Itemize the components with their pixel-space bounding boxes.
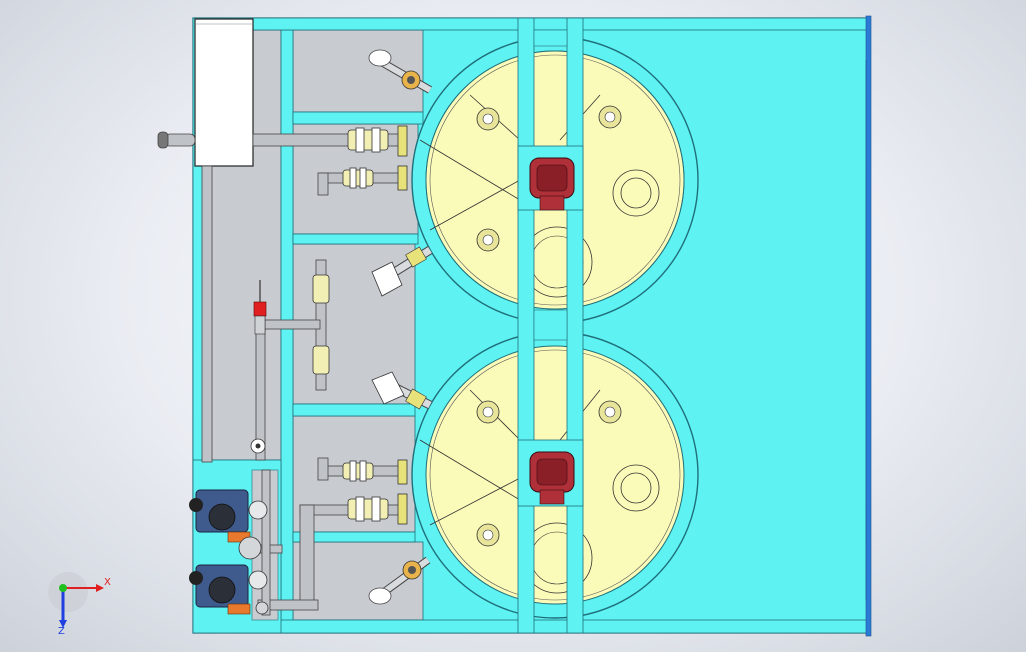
butterfly-valve-upper — [371, 246, 433, 297]
manhole — [612, 169, 660, 217]
angle-valve-bottom — [368, 556, 431, 605]
tank-flange — [476, 400, 500, 424]
butterfly-valve-lower — [371, 371, 433, 410]
nozzle-flanges — [397, 125, 408, 525]
lower-agitator-motor — [529, 451, 575, 505]
angle-valve-top — [368, 49, 432, 94]
x-axis-label: X — [104, 577, 111, 588]
tank-flange — [476, 107, 500, 131]
control-cabinet — [194, 18, 254, 167]
coordinate-triad: X Z — [48, 572, 111, 637]
pressure-gauge — [250, 438, 266, 454]
y-axis-marker — [59, 584, 67, 592]
tank-flange — [476, 228, 500, 252]
metering-pump-2 — [189, 564, 269, 615]
tank-flange — [476, 523, 500, 547]
manhole — [612, 464, 660, 512]
upper-agitator-motor — [529, 157, 575, 211]
right-edge-rail — [865, 15, 872, 637]
metering-pump-1 — [189, 489, 268, 560]
tank-flange — [598, 400, 622, 424]
inline-valves — [312, 127, 389, 522]
tank-flange — [598, 105, 622, 129]
z-axis-label: Z — [58, 626, 65, 637]
relief-valve — [253, 280, 267, 335]
